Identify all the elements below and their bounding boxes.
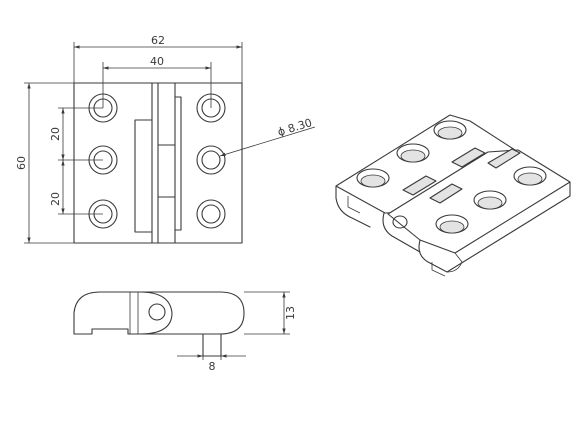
iso-knuckle [382,212,421,253]
dim-label-62: 62 [151,34,165,47]
dim-label-60: 60 [15,156,28,170]
hole-right-bottom [196,199,226,229]
dim-label-20-bottom: 20 [49,192,62,206]
iso-cutout-1 [451,147,486,168]
pin-stub [202,333,222,357]
knuckle-edge [174,96,182,231]
iso-pin-hole [392,215,408,229]
pin-circle [148,303,166,321]
side-view: 13 8 [73,291,297,373]
iso-cutout-3 [487,148,521,169]
iso-back-groove [347,196,361,214]
iso-hole-front-3 [435,214,469,234]
dim-label-20-top: 20 [49,127,62,141]
dim-pin-width: 8 [177,354,246,373]
iso-back-side [335,185,371,228]
iso-hole-front-1 [513,166,547,186]
side-knuckle [139,291,173,335]
notch-left [134,119,153,233]
dim-overall-width: 62 [73,34,243,83]
dim-hole-pitch-top: 20 [49,107,103,161]
iso-hole-front-2 [473,190,507,210]
dim-hole-spacing: 40 [102,55,212,108]
side-profile [73,291,245,335]
notch-right [157,144,176,198]
iso-hole-back-1 [433,120,467,140]
dim-thickness: 13 [244,291,297,335]
isometric-view [335,114,571,277]
iso-front-side [418,181,571,273]
dim-label-13: 13 [284,306,297,320]
iso-front-edge [446,252,463,273]
dim-hole-diameter: ϕ 8.30 [219,116,316,157]
front-view: 62 40 60 20 20 [15,34,316,244]
iso-front-groove [431,262,446,277]
iso-cutout-2 [402,175,437,196]
iso-hole-back-3 [356,168,390,188]
iso-cutout-4 [429,183,463,204]
hole-right-middle [196,145,226,175]
dim-label-40: 40 [150,55,164,68]
dim-label-diameter: ϕ 8.30 [276,116,314,139]
dim-overall-height: 60 [15,82,74,244]
dim-label-8: 8 [209,360,216,373]
iso-hole-back-2 [396,143,430,163]
dim-hole-pitch-bottom: 20 [49,160,103,215]
